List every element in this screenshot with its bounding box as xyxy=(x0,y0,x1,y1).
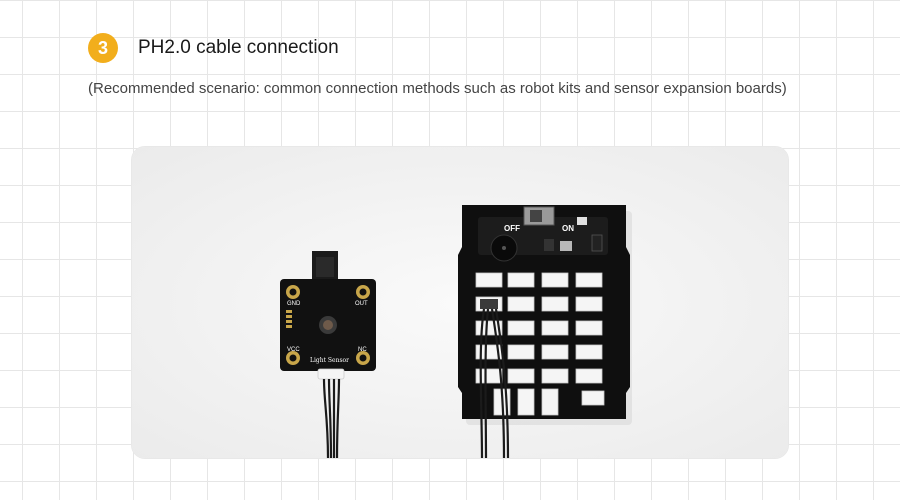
light-sensor-module: GND OUT VCC NC Light Sensor xyxy=(280,251,376,458)
switch-off-label: OFF xyxy=(504,224,520,233)
pin-label: NC xyxy=(358,347,367,353)
sensor-expansion-board: OFF ON xyxy=(458,205,632,458)
pin-label: VCC xyxy=(287,347,300,353)
product-photo: GND OUT VCC NC Light Sensor OFF ON xyxy=(131,146,789,459)
section-title: PH2.0 cable connection xyxy=(138,37,339,58)
step-number-badge: 3 xyxy=(88,33,118,63)
sensor-name-label: Light Sensor xyxy=(310,357,349,364)
connection-illustration: GND OUT VCC NC Light Sensor OFF ON xyxy=(132,147,788,458)
pin-label: GND xyxy=(287,301,301,307)
pin-label: OUT xyxy=(355,301,368,307)
switch-on-label: ON xyxy=(562,224,574,233)
section-subtitle: (Recommended scenario: common connection… xyxy=(88,80,787,97)
